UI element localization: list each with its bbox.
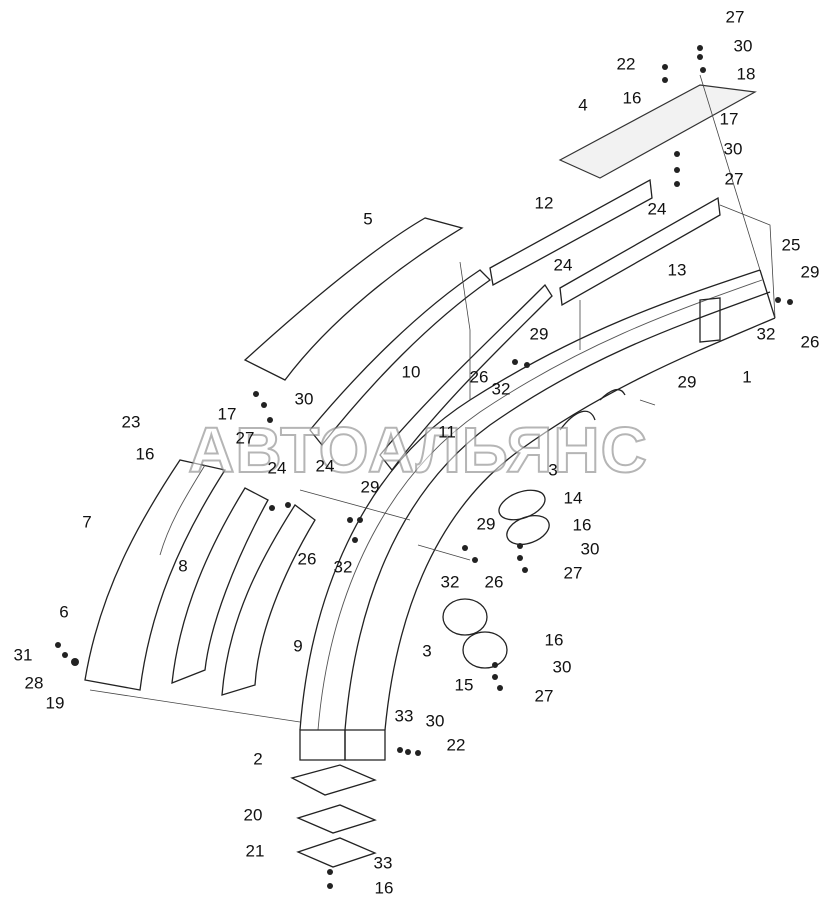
callout-label: 30 xyxy=(723,139,743,159)
strip-13 xyxy=(559,196,721,307)
cover-14 xyxy=(506,515,550,545)
strip-12 xyxy=(489,178,653,287)
callout-label: 19 xyxy=(45,693,65,713)
panel-8 xyxy=(171,487,269,684)
callout-label: 21 xyxy=(245,841,265,861)
callout-label: 30 xyxy=(733,36,753,56)
callout-label: 30 xyxy=(580,539,600,559)
callout-label: 16 xyxy=(135,444,155,464)
callout-label: 26 xyxy=(800,332,820,352)
callout-label: 27 xyxy=(235,428,255,448)
plate-5 xyxy=(243,217,464,381)
watermark: АВТОАЛЬЯНС xyxy=(187,413,648,487)
leader-lines xyxy=(89,74,776,723)
fasteners xyxy=(55,45,793,889)
callout-label: 30 xyxy=(425,711,445,731)
callout-label: 32 xyxy=(756,324,776,344)
callout-label: 16 xyxy=(622,88,642,108)
callout-label: 6 xyxy=(59,602,69,622)
callout-label: 5 xyxy=(363,209,373,229)
callout-label: 20 xyxy=(243,805,263,825)
callout-label: 18 xyxy=(736,64,756,84)
callout-label: 3 xyxy=(548,460,558,480)
callout-label: 29 xyxy=(529,324,549,344)
plate-10 xyxy=(309,269,492,447)
flange-2 xyxy=(290,764,377,796)
callout-label: 15 xyxy=(454,675,474,695)
callout-label: 29 xyxy=(360,477,380,497)
callout-label: 29 xyxy=(476,514,496,534)
callout-label: 24 xyxy=(647,199,667,219)
callout-label: 1 xyxy=(742,367,752,387)
plate-11 xyxy=(379,283,553,472)
callout-label: 16 xyxy=(374,878,394,898)
callout-label: 30 xyxy=(294,389,314,409)
callout-label: 27 xyxy=(563,563,583,583)
callout-label: 27 xyxy=(725,7,745,27)
callout-label: 4 xyxy=(578,95,588,115)
callout-label: 16 xyxy=(572,515,592,535)
callout-label: 23 xyxy=(121,412,141,432)
gasket-3-upper xyxy=(498,489,546,521)
callout-label: 3 xyxy=(422,641,432,661)
panel-6-7 xyxy=(84,459,227,691)
callout-label: 24 xyxy=(315,456,335,476)
callout-label: 29 xyxy=(800,262,820,282)
callout-label: 9 xyxy=(293,636,303,656)
plate-4 xyxy=(558,84,757,179)
callout-label: 11 xyxy=(438,422,456,442)
gasket-20 xyxy=(296,804,377,834)
callout-label: 33 xyxy=(373,853,393,873)
callout-label: 13 xyxy=(667,260,687,280)
callout-label: 32 xyxy=(440,572,460,592)
callout-label: 32 xyxy=(333,557,353,577)
callout-label: 10 xyxy=(401,362,421,382)
callout-label: 17 xyxy=(719,109,739,129)
flange-21 xyxy=(296,837,377,868)
callout-label: 28 xyxy=(24,673,44,693)
callout-label: 7 xyxy=(82,512,92,532)
callout-label: 8 xyxy=(178,556,188,576)
callout-label: 32 xyxy=(491,379,511,399)
main-frame xyxy=(299,269,776,761)
callout-label: 26 xyxy=(469,367,489,387)
callout-label: 16 xyxy=(544,630,564,650)
callout-label: 30 xyxy=(552,657,572,677)
callout-label: 31 xyxy=(13,645,33,665)
callout-label: 27 xyxy=(724,169,744,189)
cover-15 xyxy=(462,631,508,669)
callout-label: 24 xyxy=(553,255,573,275)
callout-label: 29 xyxy=(677,372,697,392)
callout-label: 26 xyxy=(297,549,317,569)
callout-label: 26 xyxy=(484,572,504,592)
callout-label: 12 xyxy=(534,193,554,213)
callout-label: 24 xyxy=(267,458,287,478)
callout-label: 33 xyxy=(394,706,414,726)
callout-label: 27 xyxy=(534,686,554,706)
callout-label: 17 xyxy=(217,404,237,424)
gasket-3-lower xyxy=(442,598,488,636)
panel-9 xyxy=(221,504,316,696)
callout-label: 22 xyxy=(446,735,466,755)
callout-label: 2 xyxy=(253,749,263,769)
callout-label: 22 xyxy=(616,54,636,74)
callout-label: 14 xyxy=(563,488,583,508)
callout-label: 25 xyxy=(781,235,801,255)
